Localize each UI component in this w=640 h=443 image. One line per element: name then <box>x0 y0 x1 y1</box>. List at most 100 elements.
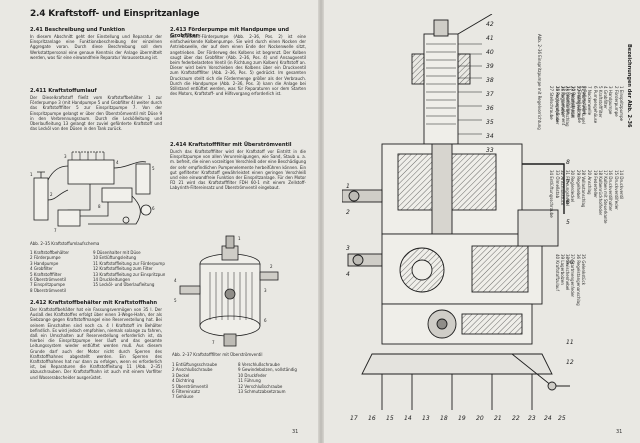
legend-item: 3 Deckel <box>172 372 190 378</box>
legend-item: 28 Vollastanschlag <box>581 170 586 208</box>
fig237-legend-left: 1 Entlüftungsschraube 2 Anschlußschraube… <box>172 362 236 400</box>
fig235-callout: 5 <box>152 166 155 171</box>
legend-item: 1 Kraftstoffbehälter <box>30 250 70 255</box>
fig235-legend-right: 9 Düsenhalter mit Düse 10 Entlüftungslei… <box>93 250 165 288</box>
legend-item: 2 Förderpumpe <box>613 86 619 117</box>
right-page: 42 41 40 39 38 37 36 35 34 33 1 2 3 4 8 … <box>324 0 640 443</box>
callout-number: 10 <box>566 259 574 266</box>
section-text-2414: Durch das Kraftstofffilter wird der Kraf… <box>170 149 306 191</box>
legend-item: 26 Reglergehäuse <box>554 86 560 123</box>
legend-item: 34 Entlüftungsschraube <box>549 170 555 218</box>
fig237-callout: 1 <box>238 236 241 241</box>
callout-number: 37 <box>486 91 494 98</box>
legend-item: 6 Überströmventil <box>30 277 67 283</box>
fig237-callout: 2 <box>270 264 273 269</box>
legend-item: 15 Lecköl- und Überlaufleitung <box>93 282 155 288</box>
fig237-legend-right: 8 Verschlußschraube 9 Gewindebolzen, vol… <box>238 362 310 394</box>
callout-number: 22 <box>512 415 520 422</box>
legend-item: 32 Anschlußstück <box>559 170 565 206</box>
callout-number: 41 <box>486 35 494 42</box>
legend-item: 3 Handpumpe <box>608 86 614 115</box>
legend-item: 16 Druckventilhalter <box>608 170 614 212</box>
legend-item: 3 Handpumpe <box>30 260 59 266</box>
callout-number: 16 <box>368 415 376 422</box>
callout-number: 1 <box>346 183 350 190</box>
callout-number: 25 <box>558 415 566 422</box>
section-heading-2412: 2.412 Kraftstoffbehälter mit Kraftstoffh… <box>30 300 158 306</box>
fig237-callout: 3 <box>264 288 267 293</box>
legend-item: 2 Förderpumpe <box>30 255 61 261</box>
callout-number: 38 <box>486 77 494 84</box>
fig237-callout: 5 <box>174 298 177 303</box>
callout-number: 13 <box>422 415 430 422</box>
callout-number: 20 <box>476 415 484 422</box>
fuel-circuit-schematic: 1 2 3 4 5 6 7 8 <box>30 151 155 233</box>
legend-item: 4 Grobfilter <box>603 86 609 109</box>
legend-item: 30 Reglerdeckel <box>570 170 576 203</box>
fig235-callout: 1 <box>30 172 33 177</box>
legend-item: 8 Verschlußschraube <box>238 362 280 367</box>
fig237-callout: 7 <box>212 340 215 345</box>
legend-item: 2 Anschlußschraube <box>172 367 213 373</box>
legend-item: 5 Kraftstofffilter <box>30 271 62 277</box>
callout-number: 6 <box>566 199 570 206</box>
legend-item: 7 Gehäuse <box>172 394 194 400</box>
callout-number: 11 <box>566 339 574 346</box>
legend-item: 1 Einspritzpumpe <box>619 86 624 122</box>
legend-item: 15 Druckventilfeder <box>613 170 619 210</box>
legend-item: 5 Überströmventil <box>172 383 209 389</box>
fig236-legend-b2: 28 Vollastanschlag 29 Regelhebel 30 Regl… <box>549 170 586 218</box>
callout-number: 7 <box>566 179 570 186</box>
fig235-callout: 4 <box>116 160 119 165</box>
legend-item: 9 Düsenhalter mit Düse <box>93 250 141 255</box>
callout-number: 36 <box>486 105 494 112</box>
section-heading-241: 2.41 Beschreibung und Funktion <box>30 27 125 33</box>
fig236-caption: Abb. 2–36 Einspritzpumpe mit Regelvorric… <box>537 34 542 130</box>
callout-number: 19 <box>458 415 466 422</box>
legend-item: 4 Dichtring <box>172 378 195 384</box>
section-text-241: In diesem Abschnitt geht der Einstellung… <box>30 34 162 60</box>
legend-item: 12 Kraftstoffleitung zum Filter <box>93 266 153 272</box>
legend-item: 4 Grobfilter <box>30 266 53 272</box>
callout-number: 42 <box>486 21 494 28</box>
fig235-callout: 6 <box>152 206 155 211</box>
fig236-legend-b: 21 Muffe mit Kugel 22 Fliehgewicht 23 Ve… <box>549 86 586 127</box>
fig237-caption: Abb. 2–37 Kraftstofffilter mit Überström… <box>172 352 263 357</box>
callout-number: 21 <box>494 415 502 422</box>
section-heading-2411: 2.411 Kraftstoffumlauf <box>30 88 97 94</box>
fig235-legend-left: 1 Kraftstoffbehälter 2 Förderpumpe 3 Han… <box>30 250 92 293</box>
fig236-legend-title: Bezeichnungen der Abb. 2–36 <box>626 44 632 128</box>
section-text-2413: Die Kraftstoff-Förderpumpe (Abb. 2–36, P… <box>170 34 306 97</box>
legend-item: 7 Einspritzpumpe <box>30 282 66 288</box>
legend-item: 31 Führungshebel <box>565 170 571 206</box>
legend-item: 11 Führung <box>238 378 261 384</box>
callout-number: 15 <box>386 415 394 422</box>
legend-item: 29 Regelhebel <box>575 170 581 199</box>
fig235-callout: 7 <box>54 228 57 233</box>
fig237-callout: 6 <box>264 318 267 323</box>
callout-number: 34 <box>486 133 494 140</box>
fig237-callout: 4 <box>174 278 177 283</box>
callout-number: 2 <box>346 209 350 216</box>
legend-item: 21 Muffe mit Kugel <box>581 86 586 124</box>
legend-item: 11 Kraftstoffleitung zur Förderpumpe <box>93 260 165 266</box>
callout-number: 23 <box>528 415 536 422</box>
legend-item: 10 Entlüftungsleitung <box>93 255 137 261</box>
fuel-filter-cutaway: 1 2 3 4 5 6 7 <box>174 235 279 347</box>
chapter-title: 2.4 Kraftstoff- und Einspritzanlage <box>30 9 200 19</box>
callout-number: 40 <box>486 49 494 56</box>
callout-number: 24 <box>544 415 552 422</box>
section-heading-2414: 2.414 Kraftstofffilter mit Überströmvent… <box>170 142 292 148</box>
fig236-legend-a2: 14 Druckventil 15 Druckventilfeder 16 Dr… <box>587 170 624 223</box>
legend-item: 39 Lagerbolzen <box>559 254 565 285</box>
legend-item: 14 Druckleitungen <box>93 277 130 283</box>
legend-item: 12 Verschlußschraube <box>238 383 283 389</box>
legend-item: 9 Gewindebolzen, vollständig <box>238 367 297 373</box>
legend-item: 35 Gelenkstück <box>581 254 586 286</box>
callout-number: 3 <box>346 245 350 252</box>
legend-item: 19 Federteller <box>592 170 598 198</box>
injection-pump-drawing <box>342 14 570 410</box>
callout-number: 17 <box>350 415 358 422</box>
legend-item: 13 Kraftstoffleitung zur Einspritzpumpe <box>93 271 165 277</box>
